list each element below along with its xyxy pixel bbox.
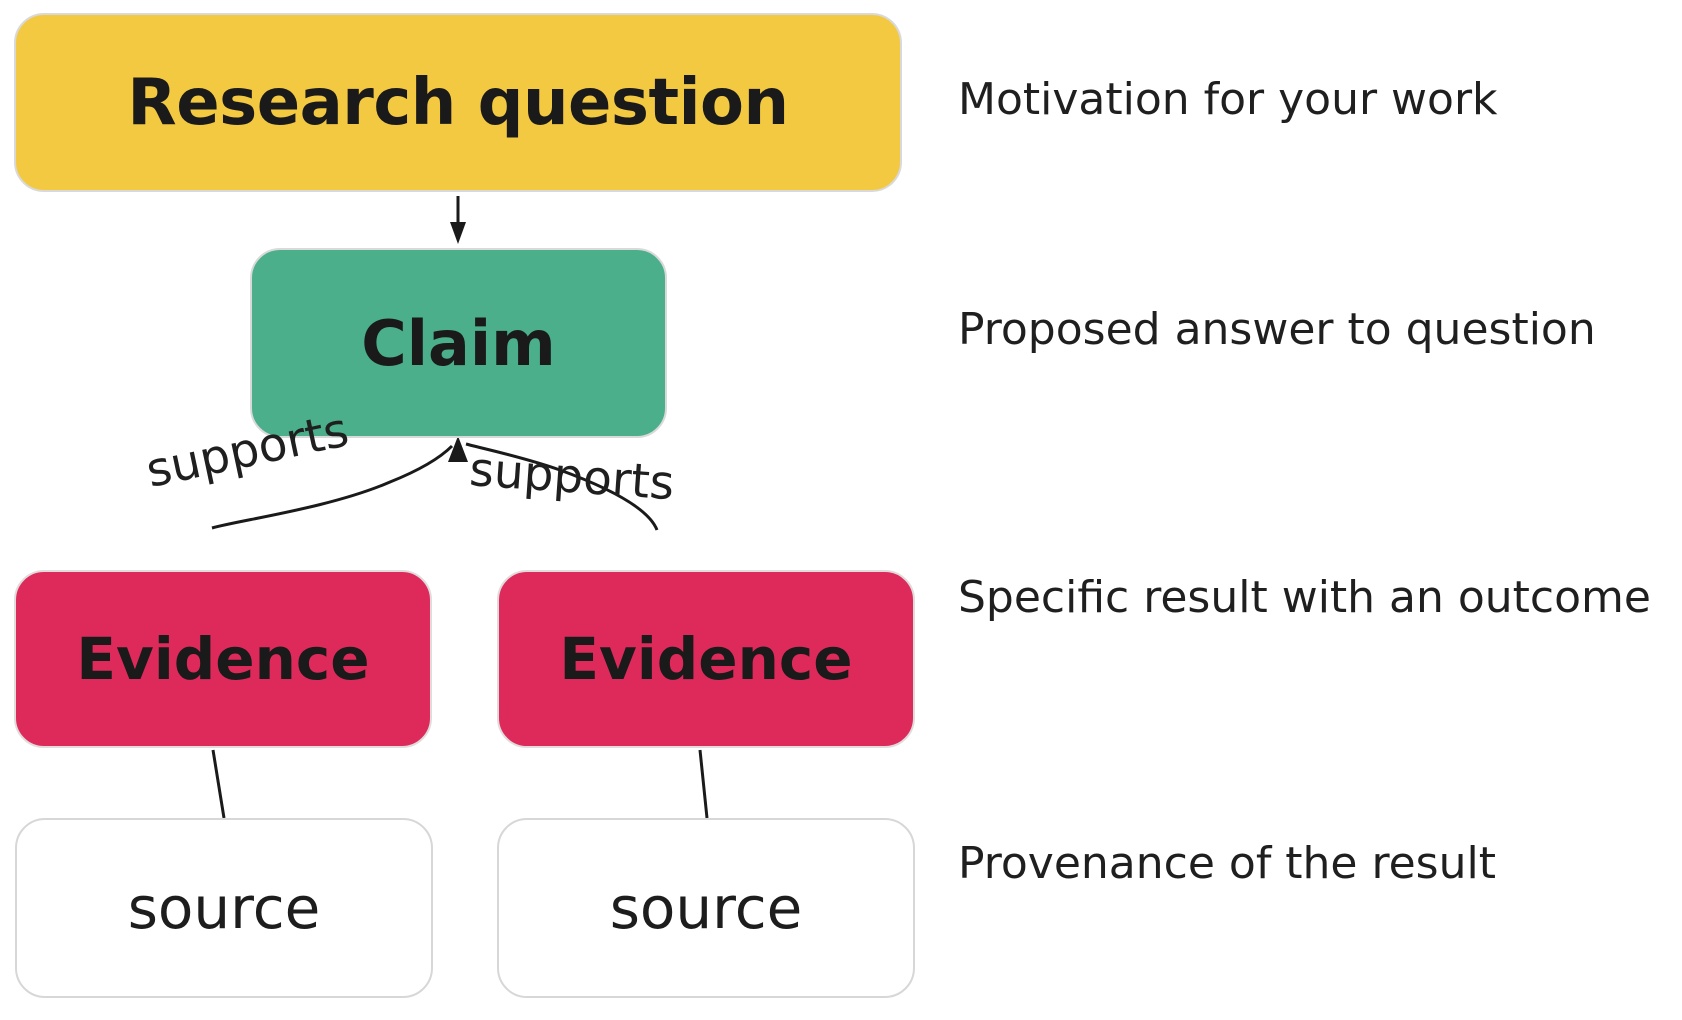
annotation-evidence: Specific result with an outcome xyxy=(958,572,1651,623)
node-source-right[interactable]: source xyxy=(497,818,915,998)
edge-label-supports-right: supports xyxy=(467,442,676,512)
node-evidence-right-label: Evidence xyxy=(559,625,853,693)
annotation-source: Provenance of the result xyxy=(958,838,1496,889)
node-claim[interactable]: Claim xyxy=(250,248,667,438)
edge-evidence-left-to-source-left xyxy=(211,749,226,819)
node-evidence-left[interactable]: Evidence xyxy=(14,570,432,748)
edge-label-supports-left: supports xyxy=(141,402,354,499)
node-source-left[interactable]: source xyxy=(15,818,433,998)
edge-research-to-claim xyxy=(450,196,466,244)
node-evidence-right[interactable]: Evidence xyxy=(497,570,915,748)
edge-evidence-right-to-source-right xyxy=(698,749,709,819)
node-evidence-left-label: Evidence xyxy=(76,625,370,693)
node-source-right-label: source xyxy=(609,874,803,942)
node-source-left-label: source xyxy=(127,874,321,942)
node-research-question-label: Research question xyxy=(127,65,789,140)
node-claim-label: Claim xyxy=(361,306,556,380)
annotation-claim: Proposed answer to question xyxy=(958,304,1596,355)
annotation-research-question: Motivation for your work xyxy=(958,74,1498,125)
node-research-question[interactable]: Research question xyxy=(14,13,902,192)
supports-arrowhead-icon xyxy=(448,436,468,462)
